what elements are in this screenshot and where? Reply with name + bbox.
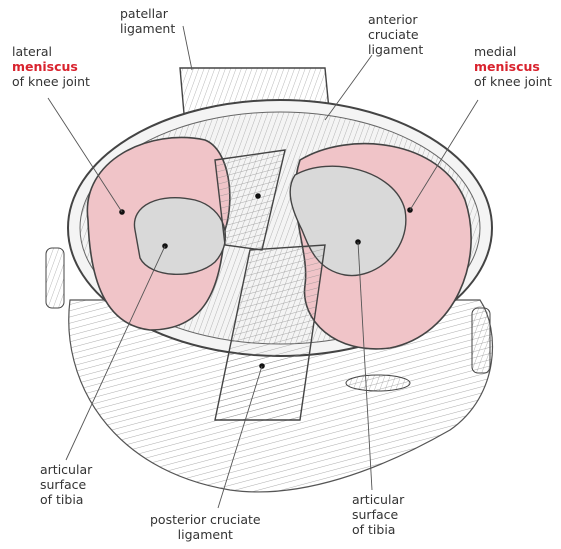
lateral-articular-surface — [134, 198, 225, 275]
left-tendon-stub — [46, 248, 64, 308]
label-lateral-meniscus: lateral meniscus of knee joint — [12, 44, 90, 89]
label-articular-surface-right: articular surface of tibia — [352, 492, 404, 537]
right-lower-stub — [346, 375, 410, 391]
right-tendon-stub — [472, 308, 490, 373]
label-articular-surface-left: articular surface of tibia — [40, 462, 92, 507]
label-anterior-cruciate-ligament: anterior cruciate ligament — [368, 12, 423, 57]
label-patellar-ligament: patellar ligament — [120, 6, 175, 36]
label-posterior-cruciate-ligament: posterior cruciate ligament — [150, 512, 261, 542]
label-medial-meniscus: medial meniscus of knee joint — [474, 44, 552, 89]
